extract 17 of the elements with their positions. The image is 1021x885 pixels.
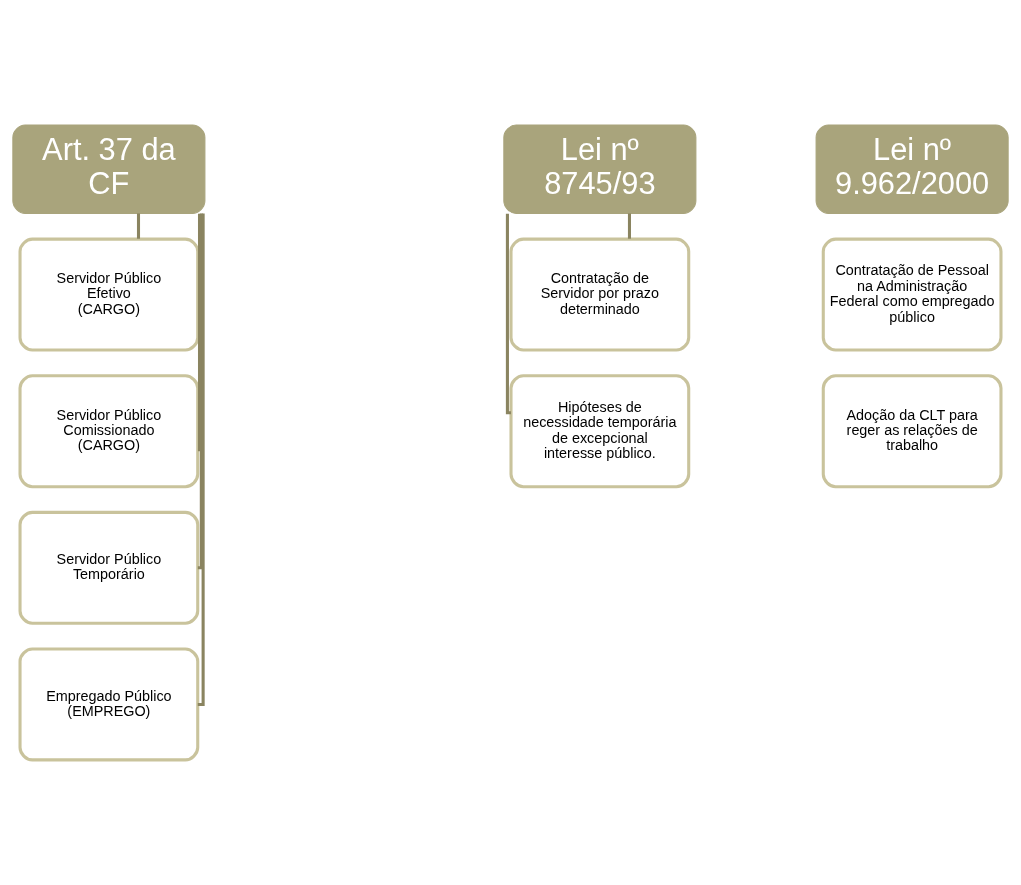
node-box: Lei nº 9.962/2000	[815, 124, 1009, 214]
node-box: Art. 37 da CF	[12, 124, 206, 214]
connector	[627, 213, 631, 239]
node-box: Adoção da CLT para reger as relações de trabalho	[821, 374, 1003, 489]
node-box: Lei nº 8745/93	[503, 124, 697, 214]
node-box: Empregado Público (EMPREGO)	[18, 647, 200, 762]
node-box: Servidor Público Temporário	[18, 510, 200, 625]
connector	[196, 213, 202, 452]
node-box: Contratação de Pessoal na Administração Federal como empregado público	[821, 237, 1003, 352]
node-box: Contratação de Servidor por prazo determinado	[509, 237, 691, 352]
connector	[197, 213, 203, 570]
connector	[197, 213, 205, 706]
connector	[136, 213, 141, 239]
node-box: Servidor Público Comissionado (CARGO)	[18, 374, 200, 489]
node-box: Servidor Público Efetivo (CARGO)	[18, 237, 200, 352]
node-box: Hipóteses de necessidade temporária de excepcional interesse público.	[509, 374, 691, 489]
connector	[505, 213, 511, 415]
